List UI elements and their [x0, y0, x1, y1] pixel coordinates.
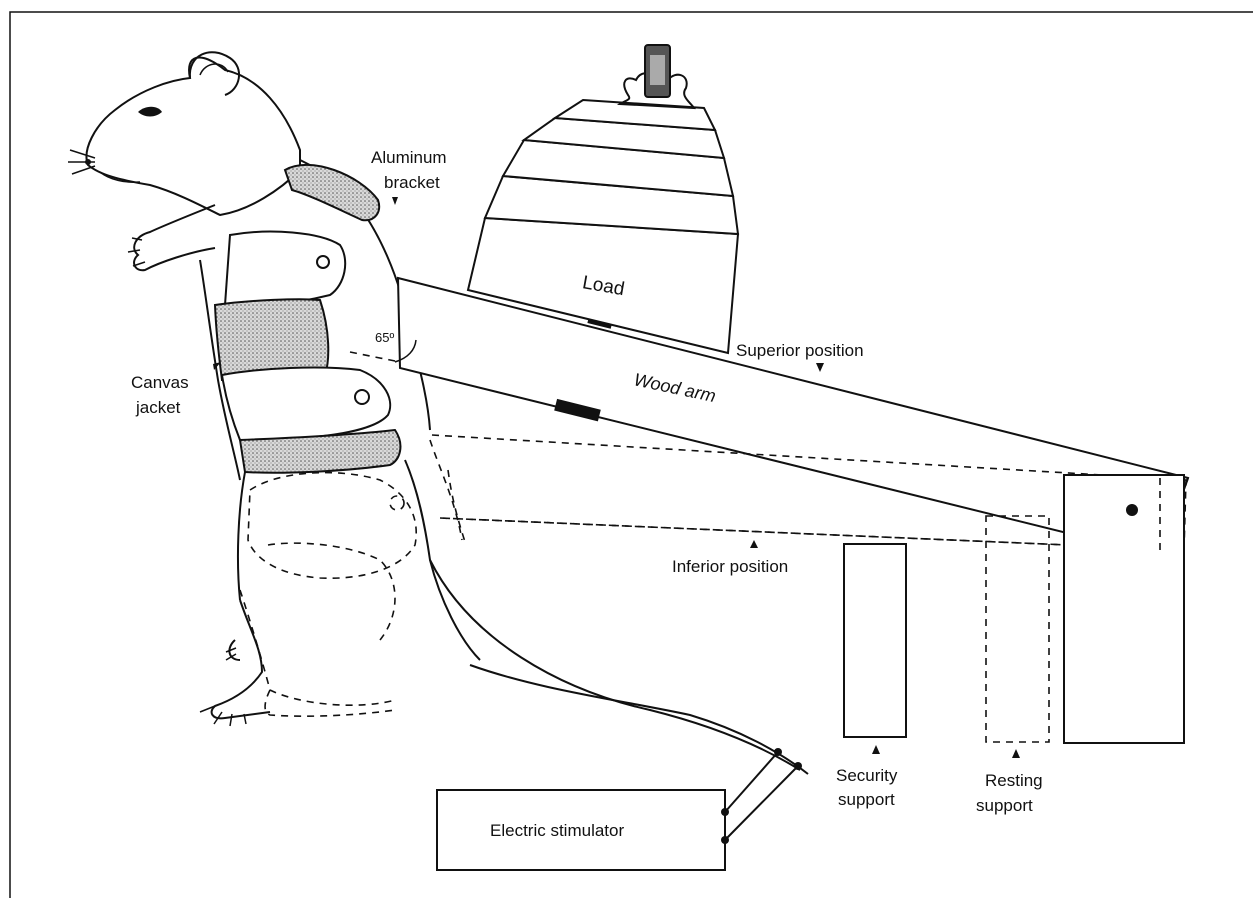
wood-arm [350, 278, 1188, 556]
superior-position-arrow [816, 363, 824, 372]
aluminum-bracket-label-line1: Aluminum [371, 148, 447, 167]
stimulator-wires [721, 752, 798, 844]
inferior-position-label: Inferior position [672, 557, 788, 576]
inferior-position-arrow [750, 540, 758, 548]
angle-label: 65º [375, 330, 394, 345]
pivot-post [1064, 475, 1184, 743]
canvas-jacket-label-line1: Canvas [131, 373, 189, 392]
resting-support [986, 516, 1049, 742]
resting-support-label-line1: Resting [985, 771, 1043, 790]
bracket-pointer-arrow [392, 197, 398, 205]
superior-position-label: Superior position [736, 341, 864, 360]
resting-support-label-line2: support [976, 796, 1033, 815]
aluminum-bracket-label-line2: bracket [384, 173, 440, 192]
electric-stimulator-label: Electric stimulator [490, 821, 624, 840]
security-support [844, 544, 906, 737]
security-support-arrow [872, 745, 880, 754]
security-support-label-line2: support [838, 790, 895, 809]
security-support-label-line1: Security [836, 766, 898, 785]
canvas-jacket-label-line2: jacket [135, 398, 181, 417]
resting-support-arrow [1012, 749, 1020, 758]
